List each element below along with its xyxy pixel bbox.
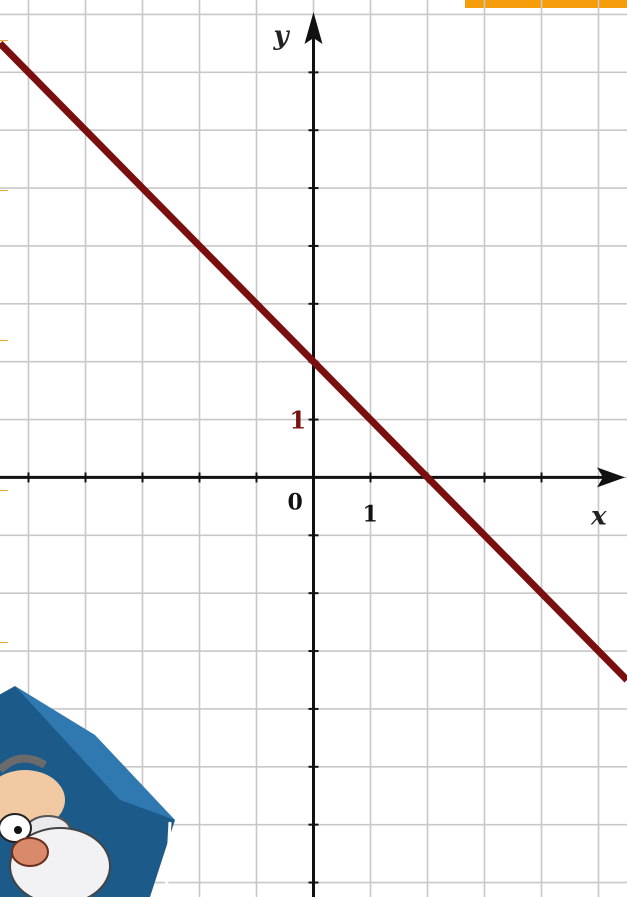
series-line-0 <box>0 40 627 683</box>
margin-tick <box>0 490 8 491</box>
margin-tick <box>0 642 8 643</box>
y-tick-label: 1 <box>290 406 307 435</box>
x-axis-label: x <box>590 501 607 531</box>
x-axis-arrow-icon <box>597 467 625 488</box>
labels: x y 0 1 1 <box>273 21 608 531</box>
axes <box>0 12 625 897</box>
margin-tick <box>0 40 8 41</box>
y-axis-label: y <box>273 21 291 51</box>
margin-tick <box>0 340 8 341</box>
y-axis-arrow-icon <box>304 12 323 44</box>
professor-mascot-icon <box>0 686 175 897</box>
orange-header-bar <box>465 0 627 8</box>
x-tick-label: 1 <box>363 501 378 527</box>
series <box>0 40 627 683</box>
margin-tick <box>0 190 8 191</box>
origin-tick-label: 0 <box>288 489 303 515</box>
